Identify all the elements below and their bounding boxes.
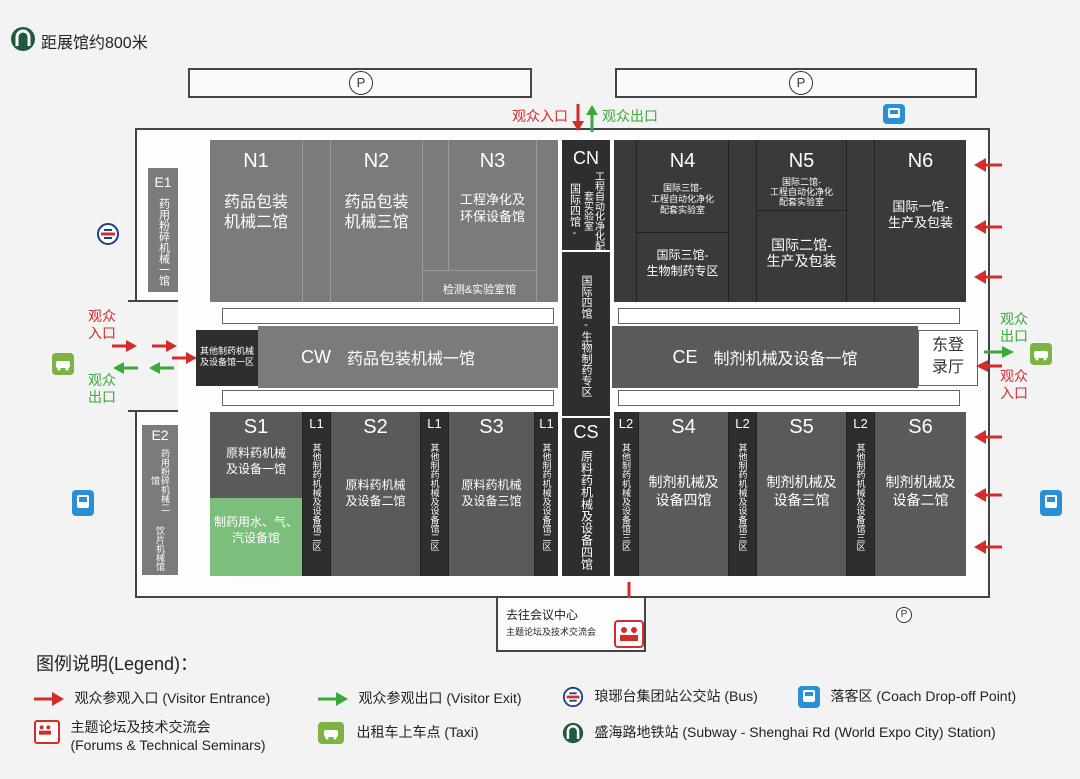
west-entry-label: 观众 入口 (88, 308, 116, 341)
legend-item-exit: 观众参观出口 (Visitor Exit) (318, 688, 522, 708)
hall-n3-annex (536, 140, 558, 302)
coach-dropoff-icon (1040, 490, 1062, 516)
conference-subtitle: 主题论坛及技术交流会 (506, 627, 597, 637)
west-entrance-notch (128, 300, 178, 412)
hall-n5-production: 国际二馆- 生产及包装 (756, 210, 846, 302)
west-exit-label: 观众 出口 (88, 372, 116, 405)
north-corridor-east (618, 308, 960, 324)
hall-ce: CE 制剂机械及设备一馆 (612, 326, 918, 388)
coach-dropoff-icon (798, 686, 820, 708)
subway-icon (11, 27, 35, 51)
hall-cn: CN 国际四馆- 工程自动化净化配套实验室 (562, 140, 610, 251)
legend-item-taxi: 出租车上车点 (Taxi) (318, 722, 479, 744)
legend-item-entrance: 观众参观入口 (Visitor Entrance) (34, 688, 270, 708)
north-entry-label: 观众入口 (512, 108, 568, 124)
red-arrow-icon (34, 691, 64, 706)
entry-arrow-icon (974, 540, 1002, 554)
entry-arrow-icon (974, 220, 1002, 234)
parking-icon: P (789, 71, 813, 95)
exit-arrow-icon (149, 362, 174, 374)
hall-s3: S3 原料药机械 及设备三馆 (448, 412, 534, 576)
entry-arrow-icon (572, 104, 584, 131)
hall-n2-annex (422, 140, 448, 270)
forum-icon (34, 720, 60, 744)
taxi-icon (1030, 343, 1052, 365)
exit-arrow-icon (113, 362, 138, 374)
hall-e2: E2 药用粉碎机械二馆 饮片机械馆 (142, 425, 178, 575)
hall-n4-bio: 国际三馆- 生物制药专区 (636, 232, 728, 302)
south-corridor-east (618, 390, 960, 406)
north-exit-label: 观众出口 (602, 108, 658, 124)
hall-n4-annex-left (614, 140, 636, 302)
coach-dropoff-icon (883, 104, 905, 124)
entry-arrow-icon (152, 340, 177, 352)
distance-label: 距展馆约800米 (41, 35, 148, 52)
hall-cw-annex: 其他制药机械 及设备馆一区 (196, 330, 258, 386)
hall-e1: E1 药用粉碎机械一馆 (148, 168, 178, 292)
entry-arrow-icon (974, 270, 1002, 284)
taxi-icon (52, 353, 74, 375)
legend-item-bus: 琅琊台集团站公交站 (Bus) (562, 686, 758, 708)
parking-icon: P (349, 71, 373, 95)
hall-n5: N5 国际二馆- 工程自动化净化 配套实验室 (756, 140, 846, 210)
hall-s5: S5 制剂机械及 设备三馆 (756, 412, 846, 576)
exit-arrow-icon (586, 105, 598, 132)
entry-arrow-icon (976, 360, 1002, 372)
hall-l2: L2 其他制药机械及设备馆三区 (846, 412, 874, 576)
hall-n3-lab: 检测&实验室馆 (422, 270, 536, 302)
coach-dropoff-icon (72, 490, 94, 516)
taxi-icon (318, 722, 344, 744)
hall-l1: L1 其他制药机械及设备馆二区 (302, 412, 330, 576)
hall-n4-annex-right (728, 140, 756, 302)
east-entry-label: 观众 入口 (1000, 368, 1028, 401)
subway-icon (562, 722, 584, 744)
hall-n1: N1 药品包装 机械二馆 (210, 140, 302, 302)
south-corridor-west (222, 390, 554, 406)
hall-n3: N3 工程净化及 环保设备馆 (448, 140, 536, 270)
hall-n1-annex (302, 140, 330, 302)
subway-station-header: 距展馆约800米 (10, 26, 210, 52)
legend-item-coach: 落客区 (Coach Drop-off Point) (798, 686, 1016, 708)
east-registration-hall: 东登 录厅 (918, 330, 978, 386)
hall-s1: S1 原料药机械 及设备一馆 (210, 412, 302, 498)
north-corridor-west (222, 308, 554, 324)
hall-l1: L1 其他制药机械及设备馆二区 (534, 412, 558, 576)
entry-arrow-icon (172, 352, 197, 364)
forum-icon (614, 620, 644, 648)
hall-cw: CW 药品包装机械一馆 (258, 326, 558, 388)
hall-cs: CS 原料药机械及设备四馆 (562, 418, 610, 576)
entry-arrow-icon (974, 430, 1002, 444)
entry-arrow-icon (112, 340, 137, 352)
legend-item-subway: 盛海路地铁站 (Subway - Shenghai Rd (World Expo… (562, 722, 996, 744)
hall-l1: L1 其他制药机械及设备馆二区 (420, 412, 448, 576)
green-arrow-icon (318, 691, 348, 706)
hall-s1-water: 制药用水、气、 汽设备馆 (210, 498, 302, 576)
exit-arrow-icon (984, 346, 1014, 358)
legend-title: 图例说明(Legend)： (36, 654, 199, 674)
bus-station-icon (97, 223, 119, 245)
legend-item-forum: 主题论坛及技术交流会 (Forums & Technical Seminars) (34, 718, 265, 755)
hall-n5-annex (846, 140, 874, 302)
parking-icon: P (896, 607, 912, 623)
entry-arrow-icon (974, 158, 1002, 172)
entry-arrow-icon (974, 488, 1002, 502)
hall-s2: S2 原料药机械 及设备二馆 (330, 412, 420, 576)
hall-l2: L2 其他制药机械及设备馆三区 (614, 412, 638, 576)
hall-l2: L2 其他制药机械及设备馆三区 (728, 412, 756, 576)
hall-n6: N6 国际一馆- 生产及包装 (874, 140, 966, 302)
hall-s6: S6 制剂机械及 设备二馆 (874, 412, 966, 576)
conference-title: 去往会议中心 (506, 608, 579, 622)
hall-s4: S4 制剂机械及 设备四馆 (638, 412, 728, 576)
hall-n2: N2 药品包装 机械三馆 (330, 140, 422, 302)
east-exit-label: 观众 出口 (1000, 311, 1028, 344)
hall-n4: N4 国际三馆- 工程自动化净化 配套实验室 (636, 140, 728, 232)
bus-station-icon (562, 686, 584, 708)
hall-c-bio: 国际四馆-生物制药专区 (562, 252, 610, 416)
